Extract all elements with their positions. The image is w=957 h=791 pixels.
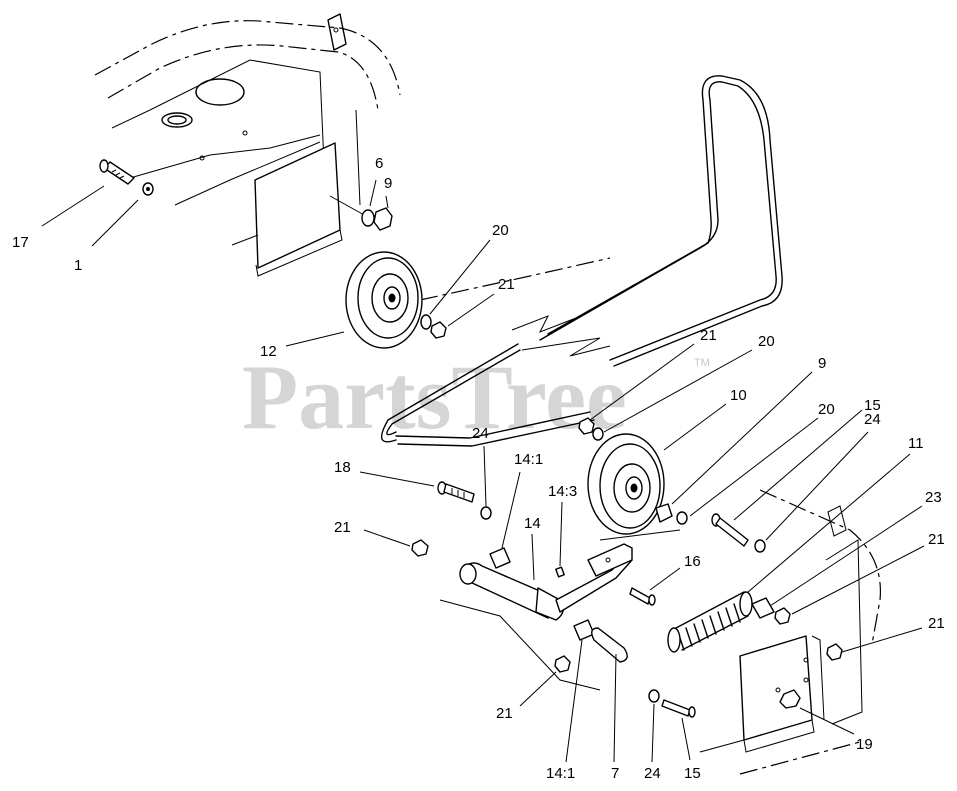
callout-21: 21 (700, 327, 717, 344)
callout-20: 20 (758, 333, 775, 350)
callout-16: 16 (684, 553, 701, 570)
bolt-18 (437, 481, 475, 503)
callout-21: 21 (496, 705, 513, 722)
bolt-15-lower (661, 699, 696, 718)
nut-21-lower-left (554, 655, 571, 673)
callout-24: 24 (864, 411, 881, 428)
callout-15: 15 (864, 397, 881, 414)
callout-21: 21 (498, 276, 515, 293)
callout-12: 12 (260, 343, 277, 360)
callout-14-1: 14:1 (514, 451, 543, 468)
drive-belt (380, 75, 783, 447)
callout-24: 24 (644, 765, 661, 782)
deck-frame (94, 13, 401, 277)
nut-21-mid (578, 417, 595, 435)
callout-9: 9 (818, 355, 826, 372)
spring-11 (667, 591, 753, 653)
washer-24-bottom (648, 689, 660, 703)
leader-lines (41, 179, 925, 763)
callout-19: 19 (856, 736, 873, 753)
callout-11: 11 (908, 435, 924, 452)
idler-arm-14 (459, 543, 633, 621)
callout-21: 21 (928, 615, 945, 632)
callout-18: 18 (334, 459, 351, 476)
callout-1: 1 (74, 257, 82, 274)
callout-7: 7 (611, 765, 619, 782)
pulley-10 (587, 433, 665, 535)
callout-21: 21 (334, 519, 351, 536)
callout-labels: 17 1 6 9 20 21 12 21 20 9 10 20 15 24 11… (12, 155, 945, 782)
callout-17: 17 (12, 234, 29, 251)
bushing-14-1-upper (489, 547, 511, 569)
bushing-14-1-lower (573, 619, 595, 641)
callout-20: 20 (492, 222, 509, 239)
callout-9: 9 (384, 175, 392, 192)
washer-24-left (480, 506, 492, 520)
bolt-17 (99, 159, 135, 185)
callout-20: 20 (818, 401, 835, 418)
callout-21: 21 (928, 531, 945, 548)
washer-24-right (754, 539, 766, 553)
bolt-16 (629, 587, 656, 606)
pulley-12 (345, 251, 423, 349)
callout-14-3: 14:3 (548, 483, 577, 500)
washer-20-lower (676, 511, 688, 525)
nut-21-left (411, 539, 429, 557)
spacer-7 (591, 627, 628, 663)
callout-15: 15 (684, 765, 701, 782)
washer-20-mid (592, 427, 604, 441)
nut-21-right-lower (826, 643, 843, 661)
bracket-19 (739, 635, 825, 753)
frame-right (699, 489, 882, 775)
callout-14-1: 14:1 (546, 765, 575, 782)
callout-23: 23 (925, 489, 942, 506)
bolt-15-upper (711, 513, 749, 547)
nut-9-upper (373, 207, 393, 231)
nut-21-upper (430, 321, 447, 339)
washer-6 (361, 209, 375, 227)
washer-20-upper (420, 314, 432, 330)
callout-10: 10 (730, 387, 747, 404)
watermark-tm: TM (694, 357, 710, 369)
callout-6: 6 (375, 155, 383, 172)
nut-21-right-upper (774, 607, 791, 625)
callout-24: 24 (472, 425, 489, 442)
callout-14: 14 (524, 515, 541, 532)
spacer-9 (655, 503, 673, 523)
watermark-text: PartsTree (242, 346, 627, 448)
spacer-23 (751, 597, 775, 619)
